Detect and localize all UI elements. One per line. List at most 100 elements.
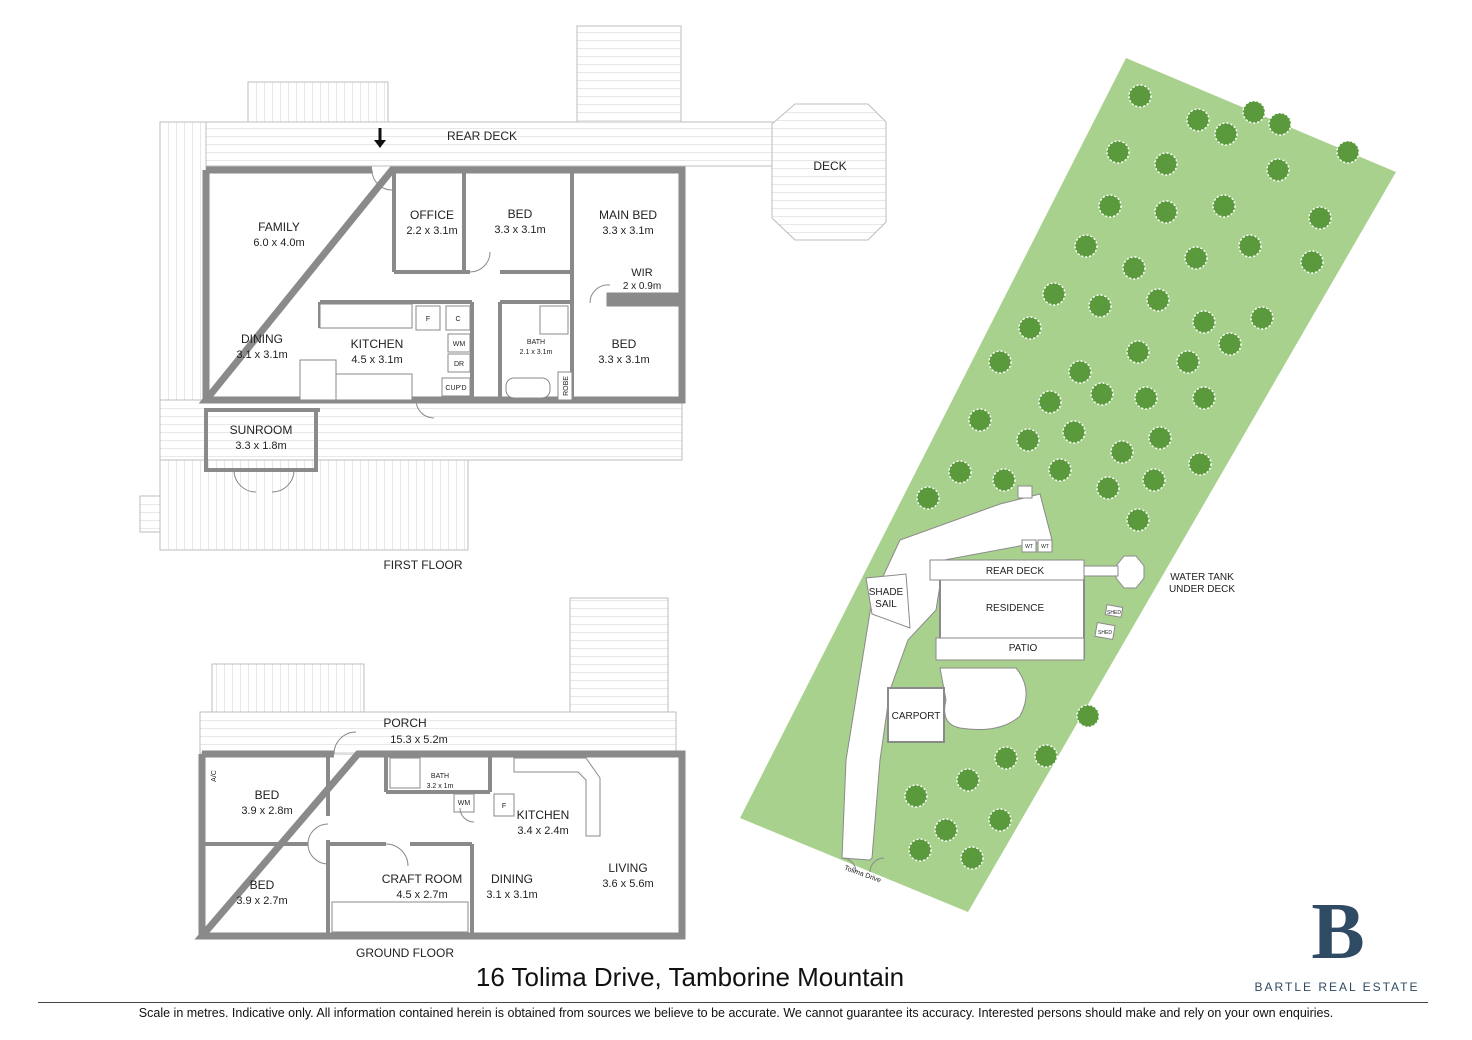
tree-icon (1126, 508, 1150, 532)
site-shed-label-2: SHED (1098, 630, 1112, 636)
tree-icon (1188, 452, 1212, 476)
tree-icon (1336, 140, 1360, 164)
tree-icon (1308, 206, 1332, 230)
ff-wm (447, 333, 471, 353)
ff-bath-size: 2.1 x 3.1m (520, 349, 553, 356)
ff-stairs-top (247, 81, 389, 123)
tree-icon (1106, 140, 1130, 164)
ff-bed1-name: BED (508, 207, 533, 221)
site-carport (887, 687, 945, 743)
gf-stairs-left (211, 663, 365, 713)
ff-office-size: 2.2 x 3.1m (406, 225, 457, 237)
site-residence-label: RESIDENCE (986, 603, 1045, 614)
tree-icon (1218, 332, 1242, 356)
ff-entry-arrow (374, 140, 386, 148)
site-water-tank-label-1: WATER TANK (1170, 572, 1234, 583)
gf-craft-size: 4.5 x 2.7m (396, 889, 447, 901)
tree-icon (1128, 84, 1152, 108)
ff-cupd (441, 377, 471, 397)
ff-main-bed-name: MAIN BED (599, 208, 657, 222)
gf-kitchen-bench (513, 757, 601, 837)
tree-icon (1134, 386, 1158, 410)
ff-office-name: OFFICE (410, 208, 454, 222)
site-wt-2 (1037, 539, 1053, 553)
tree-icon (1076, 704, 1100, 728)
site-shade-label-2: SAIL (875, 599, 897, 610)
ff-rear-deck-label: REAR DECK (447, 129, 517, 143)
ground-floor-plan (194, 597, 686, 940)
ff-family-size: 6.0 x 4.0m (253, 237, 304, 249)
tree-icon (1034, 744, 1058, 768)
tree-icon (1242, 100, 1266, 124)
tree-icon (1048, 458, 1072, 482)
ff-rear-deck (159, 121, 791, 167)
ff-f-label: F (426, 316, 430, 323)
site-gate (841, 857, 885, 873)
ff-octagon-deck (771, 103, 887, 241)
gf-kitchen-name: KITCHEN (517, 808, 570, 822)
gf-f-label: F (502, 803, 506, 810)
ff-c-label: C (455, 316, 460, 323)
ff-bathtub (505, 377, 551, 399)
disclaimer: Scale in metres. Indicative only. All in… (138, 1006, 1334, 1020)
tree-icon (1088, 294, 1112, 318)
tree-icon (934, 818, 958, 842)
tree-icon (916, 486, 940, 510)
ff-family-name: FAMILY (258, 220, 300, 234)
ff-cupd-label: CUP'D (445, 385, 466, 392)
first-floor-label: FIRST FLOOR (383, 558, 462, 572)
tree-icon (1142, 468, 1166, 492)
site-water-tank-label-2: UNDER DECK (1169, 584, 1235, 595)
ff-doors (233, 169, 611, 493)
tree-icon (904, 784, 928, 808)
tree-icon (994, 746, 1018, 770)
ff-bath-name: BATH (527, 339, 545, 346)
gf-bed2-size: 3.9 x 2.7m (236, 895, 287, 907)
tree-icon (1154, 200, 1178, 224)
tree-icon (1184, 246, 1208, 270)
tree-icon (1212, 194, 1236, 218)
tree-icon (956, 768, 980, 792)
gf-craft-bench (331, 901, 469, 933)
site-deck-connector (1083, 565, 1119, 577)
brand-name: BARTLE REAL ESTATE (1254, 980, 1420, 994)
tree-icon (960, 846, 984, 870)
ff-cupboard (445, 305, 471, 331)
site-trees (904, 84, 1360, 870)
tree-icon (1016, 428, 1040, 452)
site-wt-label-1: WT (1025, 544, 1033, 550)
site-shed-1 (1104, 604, 1124, 618)
site-patio-label: PATIO (1009, 643, 1038, 654)
gf-bed1-size: 3.9 x 2.8m (241, 805, 292, 817)
tree-icon (1110, 440, 1134, 464)
ff-wir-size: 2 x 0.9m (623, 281, 661, 292)
tree-icon (1192, 310, 1216, 334)
gf-kitchen-size: 3.4 x 2.4m (517, 825, 568, 837)
site-water-tank-deck (1115, 555, 1145, 589)
ff-side-stairs (139, 495, 161, 533)
ff-bed2-name: BED (612, 337, 637, 351)
ff-wir-name: WIR (631, 267, 652, 279)
tree-icon (1250, 306, 1274, 330)
gf-bed2-name: BED (250, 878, 275, 892)
ff-bed1-size: 3.3 x 3.1m (494, 224, 545, 236)
tree-icon (1062, 420, 1086, 444)
tree-icon (988, 350, 1012, 374)
ff-deck-label: DECK (813, 159, 846, 173)
tree-icon (1176, 350, 1200, 374)
tree-icon (1214, 122, 1238, 146)
ff-dining-size: 3.1 x 3.1m (236, 349, 287, 361)
first-floor-plan (139, 25, 887, 551)
ff-robe (557, 371, 573, 401)
tree-icon (1266, 158, 1290, 182)
site-wt-label-2: WT (1041, 544, 1049, 550)
gf-dining-name: DINING (491, 872, 533, 886)
property-title: 16 Tolima Drive, Tamborine Mountain (475, 962, 905, 992)
tree-icon (1074, 234, 1098, 258)
ff-fridge (415, 305, 441, 331)
tree-icon (1148, 426, 1172, 450)
ff-dr (447, 353, 471, 373)
ff-stairs-right (576, 25, 682, 123)
gf-doors (307, 731, 475, 867)
